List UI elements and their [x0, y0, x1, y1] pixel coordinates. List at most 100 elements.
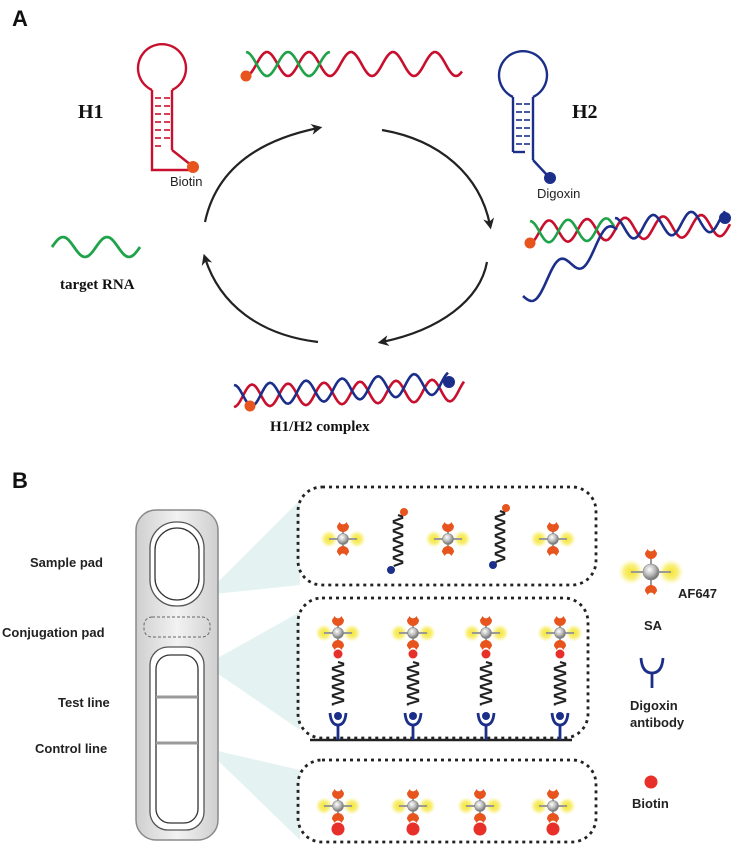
complex-biotin-dot	[244, 400, 256, 412]
test-line-contents	[310, 616, 583, 742]
sa-core	[474, 800, 486, 812]
free-h1h2-complex	[387, 508, 408, 574]
box-conjugation	[296, 485, 598, 587]
sa-binding-site-top	[480, 616, 492, 626]
h1h2-coil	[479, 661, 493, 706]
h1h2-complex	[233, 371, 466, 409]
sa-binding-site-bottom	[442, 546, 454, 556]
sa-binding-site-top	[442, 522, 454, 532]
sample-pad-label: Sample pad	[30, 555, 103, 570]
captured-sandwich	[463, 616, 509, 740]
captured-sandwich	[390, 616, 436, 740]
h2-hairpin	[497, 49, 549, 176]
sa-core	[332, 627, 344, 639]
legend-digoxin-antibody-label-1: Digoxin	[630, 698, 678, 713]
sa-binding-site-bottom	[554, 640, 566, 650]
sa-binding-site-top	[407, 789, 419, 799]
h1h2-coil	[494, 510, 506, 563]
legend-digoxin-antibody-icon	[639, 657, 665, 688]
sa-af647-conjugate	[390, 616, 436, 650]
sa-core	[547, 533, 559, 545]
sa-binding-site-bottom	[480, 640, 492, 650]
biotin-dot	[333, 649, 343, 659]
h1-label: H1	[78, 101, 104, 123]
sa-binding-site-top	[337, 522, 349, 532]
digoxin-dot	[409, 712, 417, 720]
conjugation-contents	[320, 504, 576, 574]
h1h2-coil	[553, 661, 567, 706]
sa-binding-site-bottom	[547, 546, 559, 556]
legend-biotin-label: Biotin	[632, 796, 669, 811]
conjugation-pad-label: Conjugation pad	[2, 625, 105, 640]
biotin-dot	[408, 649, 418, 659]
h1h2-coil	[331, 661, 345, 706]
sa-core	[547, 800, 559, 812]
sa-binding-site-top	[407, 616, 419, 626]
sa-binding-site-top	[332, 616, 344, 626]
sa-af647-conjugate	[315, 616, 361, 650]
sa-binding-site-bottom	[547, 813, 559, 823]
sa-af647-conjugate	[530, 789, 576, 823]
sa-core	[332, 800, 344, 812]
arrow-bottom-left	[201, 253, 319, 344]
immobilized-biotin	[331, 822, 345, 836]
lateral-flow-strip	[135, 509, 219, 841]
legend-digoxin-antibody-label-2: antibody	[630, 715, 685, 730]
sa-af647-conjugate	[425, 522, 471, 556]
sa-binding-site-bottom	[407, 813, 419, 823]
h1-biotin-linker	[171, 149, 192, 166]
sa-binding-site-top	[554, 616, 566, 626]
sa-binding-site-bottom	[337, 546, 349, 556]
test-line-label: Test line	[58, 695, 110, 710]
sa-binding-site-top	[332, 789, 344, 799]
target-rna-label: target RNA	[60, 277, 135, 293]
triple-digoxin-dot	[719, 212, 731, 224]
digoxin-dot	[387, 566, 395, 574]
immobilized-biotin	[473, 822, 487, 836]
h2-label: H2	[572, 101, 598, 123]
digoxin-dot	[489, 561, 497, 569]
h1-biotin-dot	[187, 161, 199, 173]
sa-binding-site-bottom	[474, 813, 486, 823]
sa-binding-site-bottom	[332, 640, 344, 650]
sa-binding-site-bottom	[407, 640, 419, 650]
box-test-line	[296, 596, 590, 740]
biotin-label: Biotin	[170, 174, 203, 189]
captured-conjugate	[530, 789, 576, 836]
triple-biotin-dot	[524, 237, 536, 249]
sa-core	[337, 533, 349, 545]
legend-af647-label: AF647	[678, 586, 717, 601]
digoxin-dot	[556, 712, 564, 720]
complex-digoxin-dot	[443, 376, 455, 388]
sa-core	[554, 627, 566, 639]
digoxin-dot	[482, 712, 490, 720]
arrow-top-left	[203, 123, 323, 223]
sa-af647-conjugate	[315, 789, 361, 823]
legend-sa-af647-icon	[618, 549, 684, 595]
sa-binding-site-top	[547, 789, 559, 799]
digoxin-dot	[334, 712, 342, 720]
sa-binding-site-bottom	[332, 813, 344, 823]
sa-binding-site-bottom	[645, 585, 657, 595]
zoom-fans	[205, 500, 300, 840]
complex-label: H1/H2 complex	[270, 419, 370, 435]
sa-binding-site-top	[547, 522, 559, 532]
sa-af647-conjugate	[320, 522, 366, 556]
biotin-dot	[481, 649, 491, 659]
triple-complex	[522, 210, 732, 303]
legend-biotin-dot	[644, 775, 658, 789]
h1h2-coil	[406, 661, 420, 706]
sa-af647-conjugate	[463, 616, 509, 650]
sa-af647-conjugate	[537, 616, 583, 650]
arrow-top-right	[381, 128, 495, 230]
digoxin-label: Digoxin	[537, 186, 580, 201]
target-rna-strand	[50, 235, 142, 259]
sa-binding-site-top	[474, 789, 486, 799]
h2-digoxin-dot	[544, 172, 556, 184]
h1h2-coil	[392, 514, 404, 567]
captured-conjugate	[390, 789, 436, 836]
arrow-bottom-right	[377, 261, 489, 347]
conjugation-pad-window	[143, 616, 211, 638]
sa-core	[407, 627, 419, 639]
